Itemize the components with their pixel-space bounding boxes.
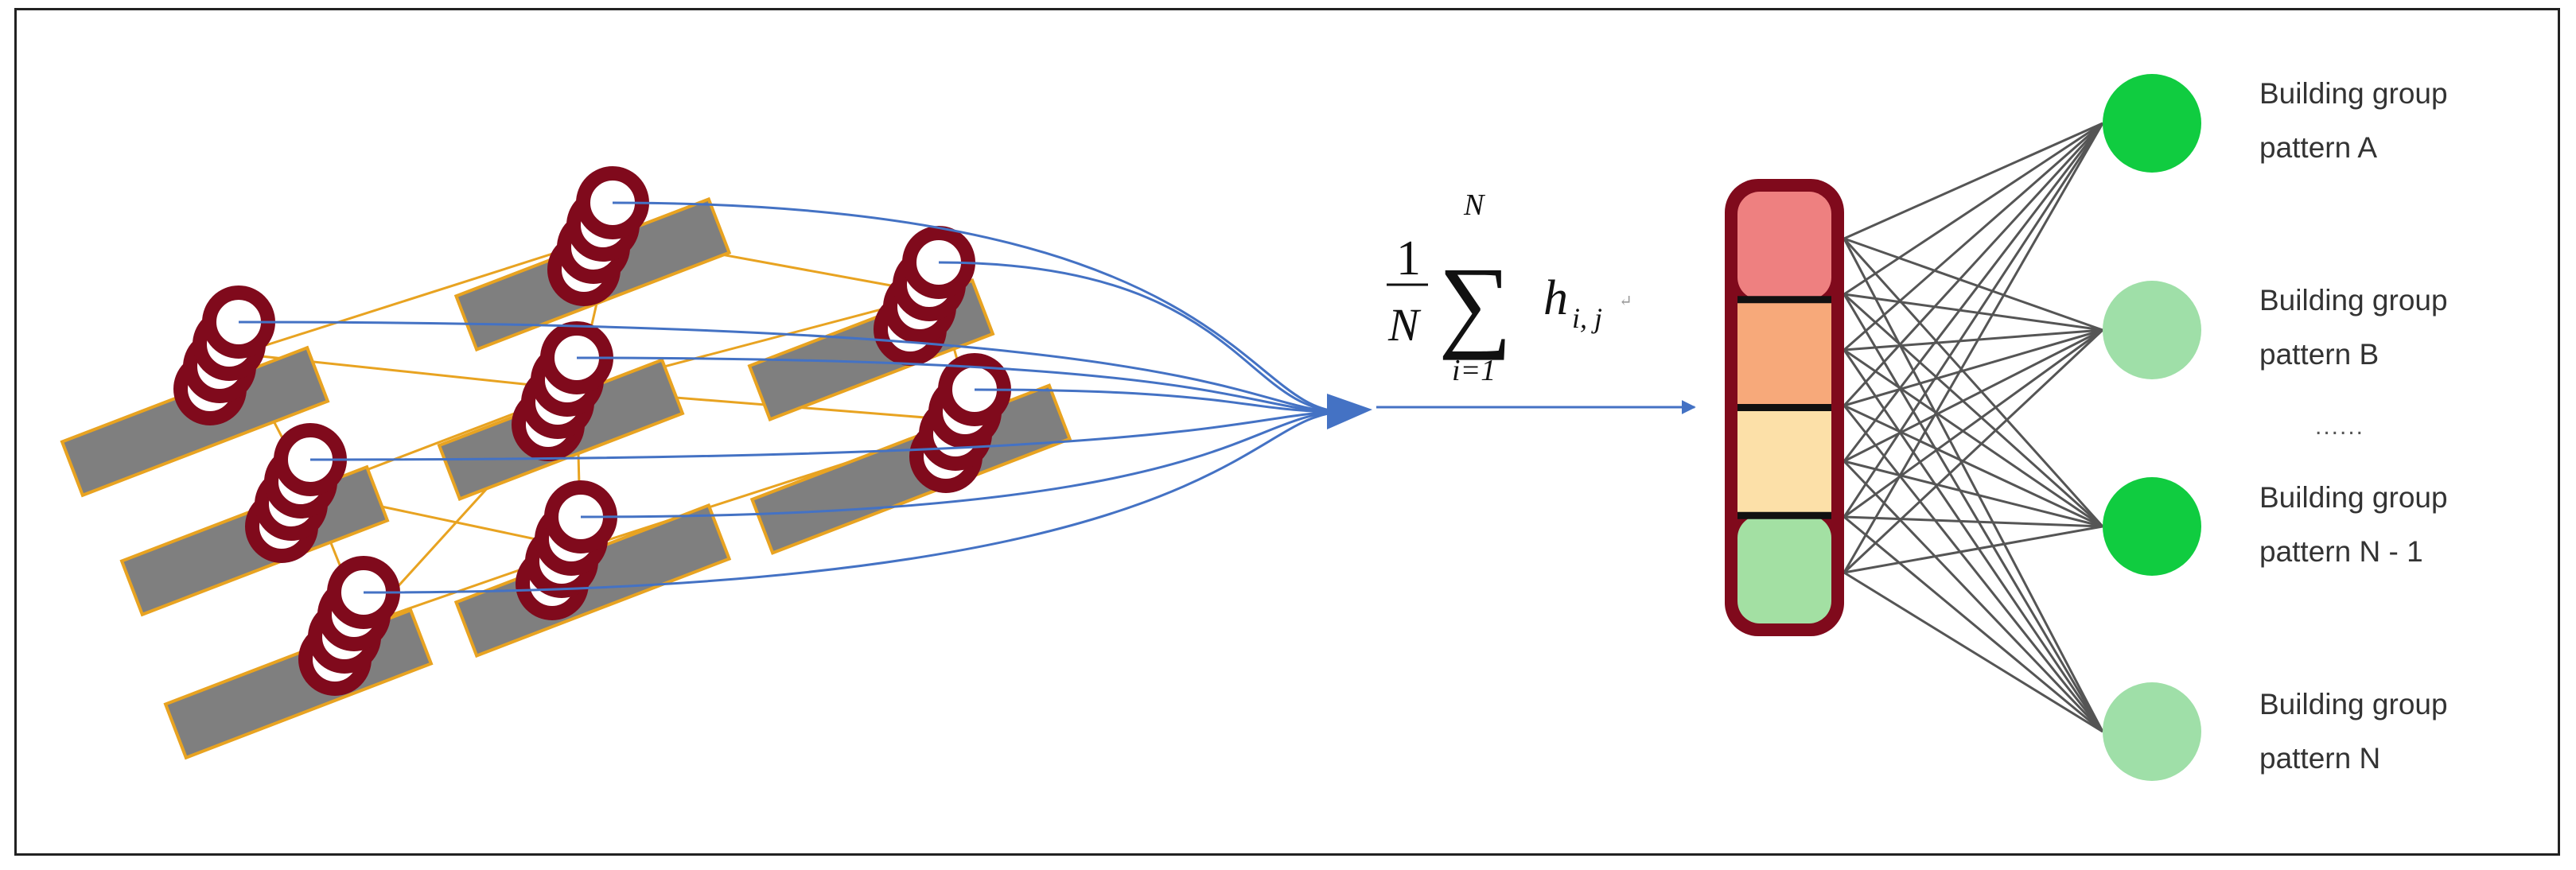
sum-upper-limit: N: [1463, 188, 1486, 222]
output-label-a: Building group pattern A: [2259, 67, 2448, 175]
vector-segment: [1737, 407, 1831, 516]
connection-line: [1843, 237, 2104, 528]
figure-frame: [14, 8, 2560, 856]
connection-line: [1843, 571, 2103, 733]
connection-line: [1843, 328, 2104, 574]
label-line: pattern N - 1: [2259, 535, 2423, 568]
output-label-b: Building group pattern B: [2259, 274, 2448, 382]
graph-edge: [238, 233, 613, 355]
sum-lower-limit: i=1: [1452, 354, 1496, 387]
connection-line: [1843, 122, 2103, 351]
connection-line: [1843, 328, 2103, 351]
formula-term: h: [1543, 271, 1568, 325]
output-node: [2103, 477, 2201, 576]
output-node: [2103, 74, 2201, 173]
node-stack: [547, 166, 649, 306]
label-line: pattern B: [2259, 338, 2379, 371]
connection-line: [1843, 122, 2104, 462]
pooled-feature-vector: [1725, 179, 1844, 636]
connection-line: [1843, 122, 2104, 518]
ellipsis: ......: [2315, 414, 2365, 440]
flow-line: [238, 320, 1345, 414]
formula-denominator: N: [1387, 299, 1422, 351]
flow-line: [576, 356, 1345, 414]
connection-line: [1843, 238, 2104, 732]
flow-line: [580, 410, 1345, 519]
output-class-nodes: [2103, 74, 2201, 781]
connection-line: [1843, 460, 2104, 733]
formula-numerator: 1: [1396, 231, 1421, 285]
label-line: Building group: [2259, 688, 2448, 720]
output-label-n-1: Building group pattern N - 1: [2259, 471, 2448, 579]
label-line: Building group: [2259, 77, 2448, 110]
vector-segment: [1737, 299, 1831, 408]
label-line: Building group: [2259, 284, 2448, 317]
connection-line: [1843, 293, 2104, 732]
output-node: [2103, 682, 2201, 781]
connection-line: [1843, 515, 2103, 528]
sigma-symbol: ∑: [1438, 247, 1512, 361]
mean-pooling-formula: 1 N N ∑ i=1 h i, j ↵: [1387, 188, 1632, 387]
node-stack: [173, 285, 275, 425]
connection-line: [1843, 405, 2104, 732]
flow-line: [363, 410, 1345, 594]
label-line: Building group: [2259, 481, 2448, 514]
classifier-connections: [1843, 122, 2104, 733]
flow-line: [938, 261, 1345, 414]
aggregation-flow-lines: [238, 201, 1345, 594]
label-line: pattern A: [2259, 131, 2378, 164]
connection-line: [1843, 293, 2103, 332]
connection-line: [1843, 348, 2103, 528]
vector-segment: [1737, 192, 1831, 300]
flow-line: [309, 410, 1345, 461]
connection-line: [1843, 328, 2103, 407]
connection-line: [1843, 328, 2103, 463]
connection-line: [1843, 293, 2104, 528]
connection-line: [1843, 237, 2103, 332]
connection-line: [1843, 404, 2103, 528]
label-line: pattern N: [2259, 742, 2381, 775]
connection-line: [1843, 460, 2103, 528]
connection-line: [1843, 122, 2103, 296]
output-node: [2103, 281, 2201, 379]
vector-segment: [1737, 515, 1831, 623]
return-mark: ↵: [1619, 293, 1632, 310]
formula-subscript: i, j: [1572, 302, 1602, 334]
connection-line: [1843, 328, 2103, 519]
connection-line: [1843, 525, 2103, 574]
flow-line: [612, 201, 1345, 414]
flow-line: [974, 388, 1345, 414]
connection-line: [1843, 122, 2104, 407]
connection-line: [1843, 122, 2104, 573]
merge-arrowhead: [1327, 394, 1372, 429]
building: [749, 383, 1072, 555]
output-label-n: Building group pattern N: [2259, 678, 2448, 786]
building: [163, 608, 434, 760]
connection-line: [1843, 122, 2103, 240]
connection-line: [1843, 349, 2104, 732]
connection-line: [1843, 515, 2103, 733]
